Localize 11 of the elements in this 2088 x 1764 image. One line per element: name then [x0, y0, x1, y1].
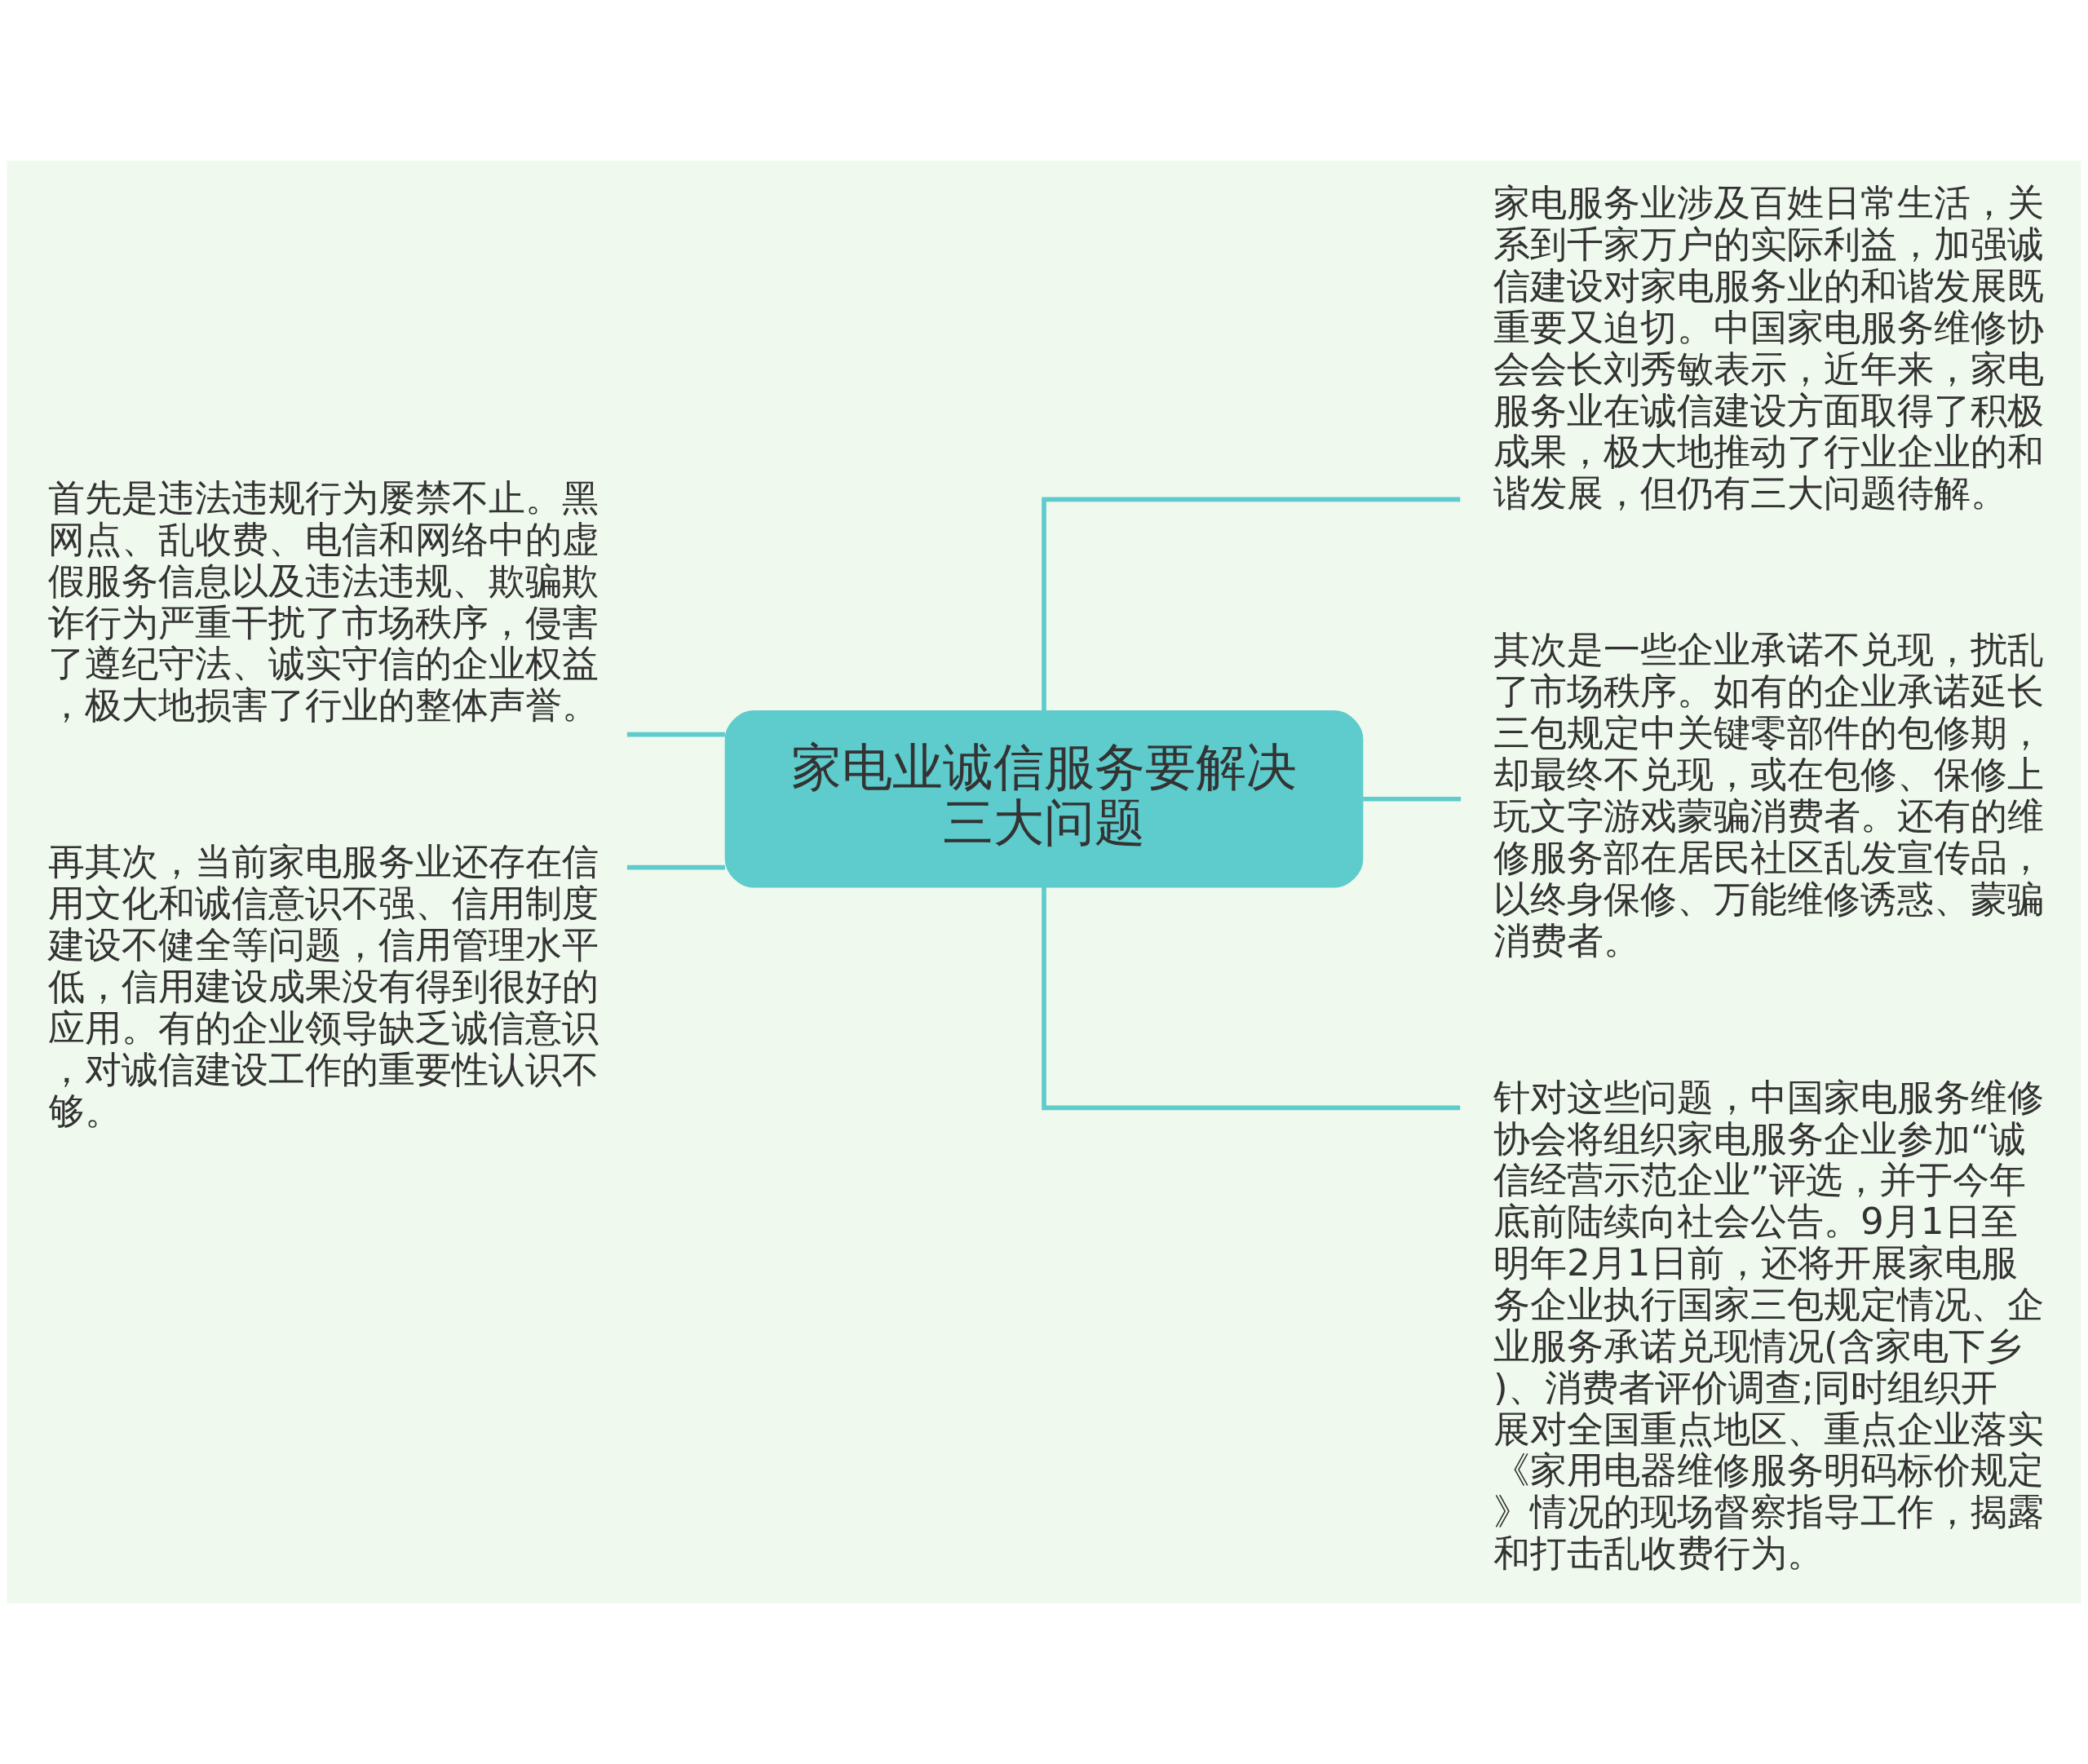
connector — [626, 732, 725, 737]
connector — [1363, 796, 1462, 802]
node-text: 再其次，当前家电服务业还存在信用文化和诚信意识不强、信用制度建设不健全等问题，信用管理水平低，信用建设成果没有得到很好的应用。有的企业领导缺乏诚信意识，对诚信建设工作的重要性认识不够。 — [48, 840, 599, 1133]
connector — [1042, 497, 1461, 711]
connector — [1042, 886, 1461, 1111]
node-text: 针对这些问题，中国家电服务维修协会将组织家电服务企业参加“诚信经营示范企业”评选，并于今年底前陆续向社会公告。9月1日至明年2月1日前，还将开展家电服务企业执行国家三包规定情况、企业服务承诺兑现情况(含家电下乡)、消费者评价调查;同时组织开展对全国重点地区、重点企业落实《家用电器维修服务明码标价规定》情况的现场督察指导工作，揭露和打击乱收费行为。 — [1493, 1075, 2045, 1576]
node-box: 家电业诚信服务要解决三大问题 — [724, 710, 1364, 888]
node-text: 其次是一些企业承诺不兑现，扰乱了市场秩序。如有的企业承诺延长三包规定中关键零部件的包修期，却最终不兑现，或在包修、保修上玩文字游戏蒙骗消费者。还有的维修服务部在居民社区乱发宣传品，以终身保修、万能维修诱惑、蒙骗消费者。 — [1493, 628, 2045, 962]
connector — [626, 864, 725, 870]
node-text: 家电服务业涉及百姓日常生活，关系到千家万户的实际利益，加强诚信建设对家电服务业的和谐发展既重要又迫切。中国家电服务维修协会会长刘秀敏表示，近年来，家电服务业在诚信建设方面取得了积极成果，极大地推动了行业企业的和谐发展，但仍有三大问题待解。 — [1493, 181, 2045, 515]
node-text: 首先是违法违规行为屡禁不止。黑网点、乱收费、电信和网络中的虚假服务信息以及违法违规、欺骗欺诈行为严重干扰了市场秩序，侵害了遵纪守法、诚实守信的企业权益，极大地损害了行业的整体声誉。 — [48, 475, 599, 727]
